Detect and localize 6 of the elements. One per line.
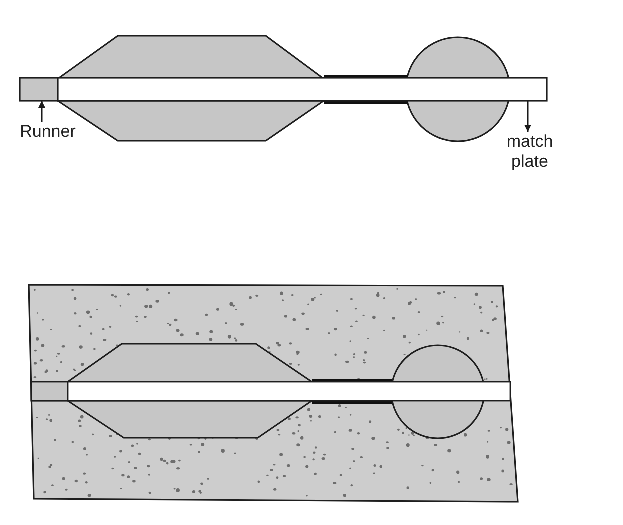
leader-arrow (524, 101, 532, 132)
runner-block (19, 77, 59, 102)
match-plate (57, 77, 548, 102)
leader-arrow (38, 101, 46, 122)
part-label: match plate (506, 132, 554, 172)
part-label: Runner (20, 122, 76, 142)
